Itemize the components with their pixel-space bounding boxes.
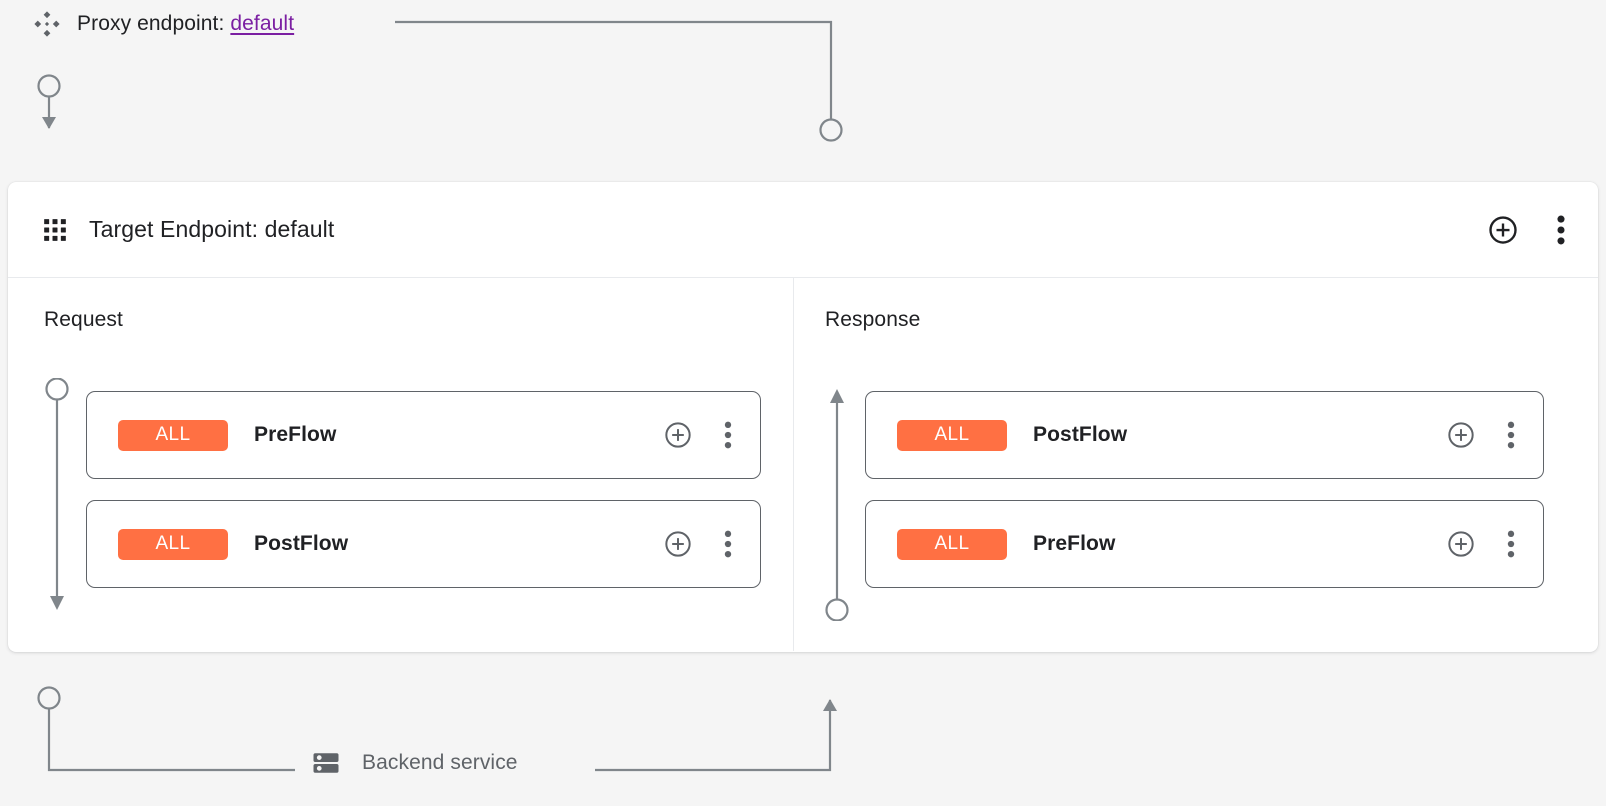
flow-more-button[interactable]: [718, 530, 738, 558]
flow-columns: Request ALL PreFlow: [8, 278, 1598, 651]
request-column-title: Request: [44, 308, 123, 331]
flow-name: PostFlow: [254, 532, 349, 555]
more-options-icon: [724, 530, 732, 558]
proxy-endpoint-header: Proxy endpoint: default: [0, 0, 294, 48]
proxy-endpoint-link[interactable]: default: [230, 12, 295, 35]
flow-add-button[interactable]: [1447, 421, 1475, 449]
more-options-icon: [1557, 215, 1565, 244]
flow-condition-badge: ALL: [118, 528, 228, 560]
flow-more-button[interactable]: [1501, 530, 1521, 558]
target-endpoint-title: Target Endpoint: default: [89, 216, 335, 242]
flow-card-actions: [1447, 421, 1521, 449]
response-column: Response ALL PostFlow: [793, 278, 1597, 651]
flow-condition-badge: ALL: [897, 419, 1007, 451]
flow-card[interactable]: ALL PostFlow: [865, 391, 1544, 479]
flow-card-actions: [1447, 530, 1521, 558]
flow-card-actions: [664, 530, 738, 558]
connector-backend-to-target: [595, 699, 837, 772]
add-icon: [1448, 422, 1474, 448]
connector-target-to-backend: [37, 686, 295, 772]
response-flow-rail: [825, 389, 849, 621]
flow-condition-badge: ALL: [897, 528, 1007, 560]
target-endpoint-panel: Target Endpoint: default: [8, 182, 1598, 652]
response-flow-list: ALL PostFlow: [865, 391, 1544, 588]
add-icon: [1489, 215, 1517, 244]
more-options-icon: [1507, 421, 1515, 449]
proxy-endpoint-title: Proxy endpoint: default: [77, 12, 294, 36]
add-icon: [1448, 531, 1474, 557]
flow-more-button[interactable]: [718, 421, 738, 449]
target-endpoint-more-button[interactable]: [1550, 215, 1572, 245]
flow-card-actions: [664, 421, 738, 449]
flow-add-button[interactable]: [1447, 530, 1475, 558]
flow-name: PostFlow: [1033, 423, 1128, 446]
target-endpoint-add-button[interactable]: [1488, 215, 1518, 245]
target-endpoint-actions: [1488, 215, 1572, 245]
flow-add-button[interactable]: [664, 530, 692, 558]
diamond-cluster-icon: [34, 11, 60, 37]
backend-service-label: Backend service: [362, 751, 518, 774]
flow-card[interactable]: ALL PreFlow: [865, 500, 1544, 588]
request-flow-list: ALL PreFlow: [86, 391, 761, 588]
more-options-icon: [1507, 530, 1515, 558]
flow-add-button[interactable]: [664, 421, 692, 449]
request-column: Request ALL PreFlow: [8, 278, 793, 651]
connector-target-inbound: [37, 74, 61, 129]
flow-name: PreFlow: [1033, 532, 1116, 555]
add-icon: [665, 531, 691, 557]
flow-card[interactable]: ALL PreFlow: [86, 391, 761, 479]
flow-card[interactable]: ALL PostFlow: [86, 500, 761, 588]
more-options-icon: [724, 421, 732, 449]
apps-grid-icon: [44, 218, 66, 241]
connector-proxy-to-target: [395, 20, 843, 142]
flow-condition-badge: ALL: [118, 419, 228, 451]
request-flow-rail: [45, 378, 69, 610]
flow-more-button[interactable]: [1501, 421, 1521, 449]
response-column-title: Response: [825, 308, 921, 331]
server-rack-icon: [313, 753, 339, 773]
backend-service-node[interactable]: Backend service: [311, 748, 518, 778]
target-endpoint-header: Target Endpoint: default: [8, 182, 1598, 278]
proxy-endpoint-label: Proxy endpoint:: [77, 12, 225, 35]
add-icon: [665, 422, 691, 448]
flow-name: PreFlow: [254, 423, 337, 446]
